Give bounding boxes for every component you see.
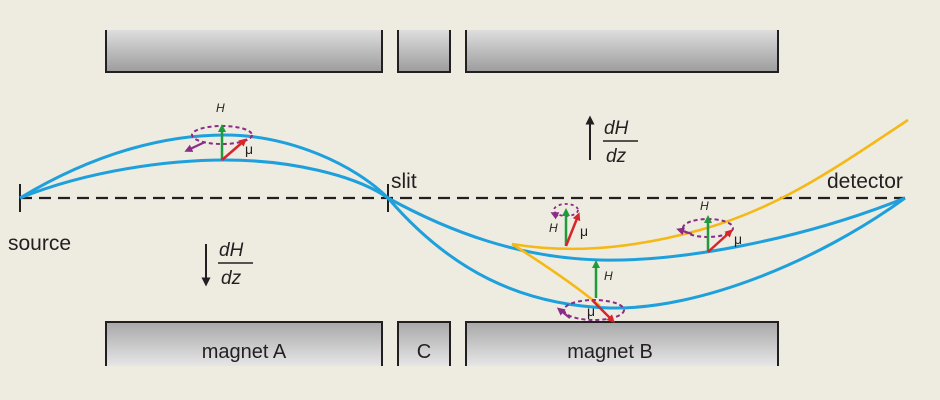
beam-path-upper xyxy=(19,133,390,200)
detector-label: detector xyxy=(827,170,903,193)
yellow-path-upper xyxy=(511,118,909,251)
precession-arrow xyxy=(556,307,571,319)
gradient-denominator: dz xyxy=(606,146,627,167)
precession-arrow xyxy=(676,227,693,236)
yellow-trajectories xyxy=(511,118,909,307)
precession-arrow xyxy=(184,141,206,152)
precession-arrow xyxy=(550,212,560,220)
lower-magnet-c xyxy=(397,321,451,366)
magnet-a-label: magnet A xyxy=(202,341,287,363)
gradient-denominator: dz xyxy=(221,268,242,289)
moment-arrow xyxy=(707,229,733,253)
moment-symbol: μ xyxy=(245,141,253,157)
upper-magnet-a xyxy=(105,30,383,73)
blue-trajectories xyxy=(19,133,906,310)
moment-symbol: μ xyxy=(580,223,588,239)
field-label: H xyxy=(700,199,709,213)
spin-vectors-b3: H μ xyxy=(556,260,625,323)
beam-path-shallow xyxy=(387,196,906,262)
source-label: source xyxy=(8,232,71,255)
spin-vectors-a: H μ xyxy=(184,101,253,161)
spin-vectors-b1: H μ xyxy=(549,203,588,247)
slit-label: slit xyxy=(391,170,417,193)
lower-magnet-a xyxy=(105,321,383,366)
moment-symbol: μ xyxy=(587,303,595,319)
upper-magnet-c xyxy=(397,30,451,73)
magnet-c-label: C xyxy=(417,341,431,363)
gradient-numerator: dH xyxy=(219,240,244,261)
moment-symbol: μ xyxy=(734,231,742,247)
field-label: H xyxy=(216,101,225,115)
gradient-indicator-upper: dH dz xyxy=(585,115,638,167)
magnet-b-label: magnet B xyxy=(567,341,653,363)
gradient-numerator: dH xyxy=(604,118,629,139)
beam-path-lower xyxy=(19,158,389,200)
moment-arrow xyxy=(221,138,248,161)
field-label: H xyxy=(549,221,558,235)
yellow-path-lower xyxy=(511,242,601,307)
spin-vectors-b2: H μ xyxy=(676,199,742,253)
moment-arrow xyxy=(591,299,615,323)
upper-magnet-b xyxy=(465,30,779,73)
gradient-indicator-lower: dH dz xyxy=(201,240,253,289)
field-label: H xyxy=(604,269,613,283)
lower-magnet-b xyxy=(465,321,779,366)
moment-arrow xyxy=(564,212,581,247)
beam-path-deep xyxy=(386,196,906,310)
